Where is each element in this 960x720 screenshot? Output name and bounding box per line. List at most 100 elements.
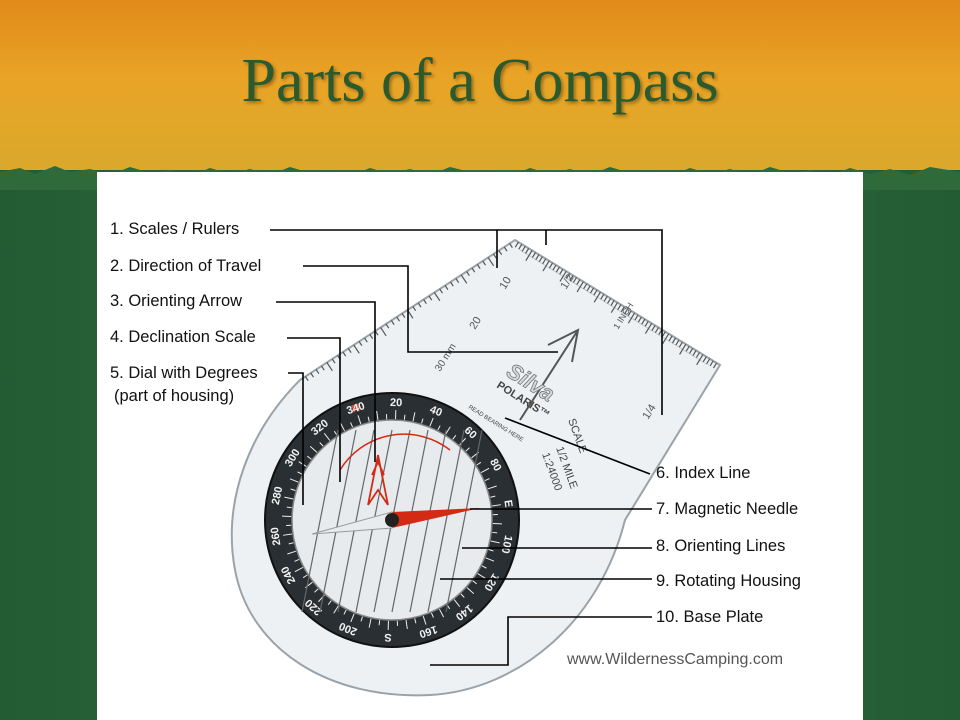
title-band: [0, 0, 960, 175]
ruler-tick: [709, 360, 714, 367]
ruler-tick: [712, 362, 718, 369]
ruler-tick: [514, 241, 519, 248]
ruler-tick: [589, 287, 595, 294]
ruler-tick: [509, 243, 513, 248]
dial-number: E: [501, 499, 514, 508]
ruler-tick: [320, 365, 325, 371]
dial-ticks: [282, 410, 502, 630]
slide-title: Parts of a Compass: [241, 47, 719, 115]
dial-tick: [414, 618, 417, 624]
label-direction-of-travel: 2. Direction of Travel: [110, 257, 262, 275]
dial-tick: [314, 588, 319, 593]
ruler-tick: [555, 266, 560, 273]
dial-tick: [297, 471, 303, 475]
ruler-tick: [487, 257, 495, 267]
ruler-tick: [679, 343, 687, 355]
ruler-tick: [654, 327, 660, 333]
ruler-tick: [444, 285, 449, 290]
dial-number: 80: [487, 457, 503, 473]
ruler-tick: [552, 264, 557, 271]
direction-of-travel-arrow: [519, 328, 580, 421]
dial-tick: [376, 411, 379, 421]
ruler-tick: [304, 376, 309, 381]
orienting-line: [337, 429, 375, 613]
ruler-tick: [668, 335, 673, 342]
dial-tick: [350, 613, 355, 623]
orienting-line: [427, 429, 465, 613]
dial-tick: [287, 550, 297, 555]
dial-tick: [422, 615, 427, 625]
ruler-tick: [347, 348, 352, 353]
dial-tick: [323, 433, 331, 441]
ruler-tick: [603, 295, 608, 302]
ruler-tick: [439, 288, 444, 294]
dial-tick: [333, 605, 339, 614]
ruler-tick: [685, 345, 690, 352]
dial-tick: [488, 549, 494, 552]
ruler-tick: [423, 299, 427, 304]
ruler-tick: [671, 337, 677, 344]
dial-tick: [368, 618, 372, 628]
ruler-tick: [353, 344, 360, 354]
dial-tick: [350, 422, 353, 428]
ruler-tick: [521, 245, 526, 252]
dial-tick: [294, 566, 304, 573]
ruler-tick: [503, 246, 508, 252]
dial-tick: [490, 540, 500, 544]
label-orienting-lines: 8. Orienting Lines: [656, 537, 786, 555]
dial-tick: [438, 608, 445, 618]
ruler-tick: [449, 281, 454, 287]
ruler-tick: [417, 302, 422, 308]
ruler-label-20: 20: [467, 315, 484, 332]
ruler-tick: [572, 277, 578, 283]
dial-tick: [286, 506, 292, 509]
ruler-tick: [559, 270, 567, 282]
dial-tick: [378, 620, 381, 626]
ruler-tick: [576, 279, 581, 286]
dial-tick: [490, 495, 496, 498]
label-rotating-housing: 9. Rotating Housing: [656, 572, 801, 590]
ruler-tick: [460, 274, 468, 284]
ruler-tick: [326, 362, 333, 372]
dial-tick: [357, 415, 362, 425]
ruler-tick: [689, 348, 694, 354]
dial-tick: [360, 616, 363, 622]
ruler-tick: [569, 275, 574, 281]
dial-number: S: [384, 631, 392, 643]
dial-tick: [339, 422, 346, 432]
dial-tick: [290, 488, 296, 491]
label-scales-rulers: 1. Scales / Rulers: [110, 220, 240, 238]
label-declination-scale: 4. Declination Scale: [110, 328, 256, 346]
leader-lines: [270, 229, 663, 666]
ruler-tick: [369, 334, 374, 339]
ruler-tick: [600, 293, 605, 300]
dial-tick: [465, 447, 470, 452]
label-orienting-arrow: 3. Orienting Arrow: [110, 292, 243, 310]
ruler-ticks: [304, 241, 718, 381]
ruler-tick: [342, 351, 347, 357]
ruler-tick: [678, 341, 683, 348]
label-base-plate: 10. Base Plate: [656, 608, 764, 626]
ruler-tick: [412, 306, 417, 311]
dial-tick: [431, 612, 434, 618]
ruler-tick: [310, 372, 315, 378]
ruler-tick: [566, 273, 571, 279]
dial-tick: [487, 485, 497, 490]
orienting-line: [319, 429, 357, 613]
ruler-tick: [617, 304, 622, 311]
dial-tick: [302, 574, 308, 579]
dial-tick: [403, 414, 406, 420]
ruler-tick: [651, 325, 656, 331]
credit-url: www.WildernessCamping.com: [567, 651, 784, 668]
ruler-tick: [525, 248, 530, 254]
dial-number: 260: [269, 526, 283, 546]
ruler-tick: [538, 256, 543, 263]
dial-tick: [283, 533, 293, 536]
ruler-tick: [542, 258, 547, 265]
dial-tick: [429, 417, 434, 427]
dial-tick: [492, 531, 498, 534]
dial-tick: [412, 412, 416, 422]
ruler-tick: [482, 260, 487, 266]
dial-tick: [327, 600, 332, 605]
ruler-tick: [385, 323, 390, 329]
